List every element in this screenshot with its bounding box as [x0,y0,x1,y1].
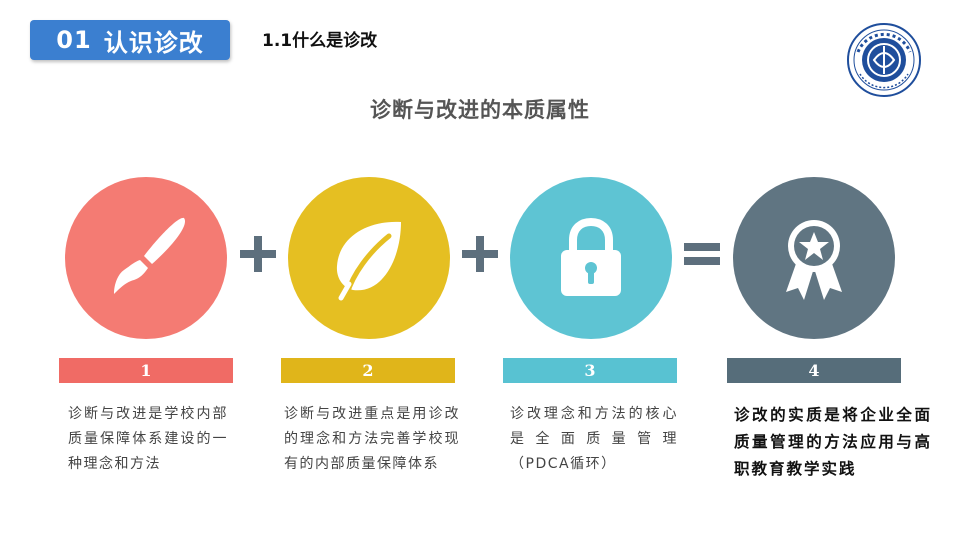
number-bar-2: 2 [281,358,455,383]
circle-3 [510,177,672,339]
subtitle: 1.1什么是诊改 [262,31,378,51]
description-4: 诊改的实质是将企业全面质量管理的方法应用与高职教育教学实践 [734,406,932,478]
section-title: 认识诊改 [103,28,204,57]
lock-icon [561,217,621,296]
number-bar-3: 3 [503,358,677,383]
number-bar-4: 4 [727,358,901,383]
description-2: 诊断与改进重点是用诊改的理念和方法完善学校现有的内部质量保障体系 [284,406,460,472]
plus-icon [460,234,500,274]
section-number: 01 [56,26,92,54]
circle-2 [288,177,450,339]
leaf-icon [336,221,401,301]
description-1: 诊断与改进是学校内部质量保障体系建设的一种理念和方法 [68,406,228,472]
equals-icon [682,234,722,274]
school-logo-icon [846,22,922,98]
main-title: 诊断与改进的本质属性 [370,98,590,122]
description-3: 诊改理念和方法的核心是全面质量管理（PDCA循环） [510,406,678,472]
paintbrush-icon [114,217,186,294]
award-icon [786,220,842,300]
number-bar-1: 1 [59,358,233,383]
circle-4 [733,177,895,339]
plus-icon [238,234,278,274]
circle-1 [65,177,227,339]
section-badge: 01 认识诊改 [30,20,230,60]
